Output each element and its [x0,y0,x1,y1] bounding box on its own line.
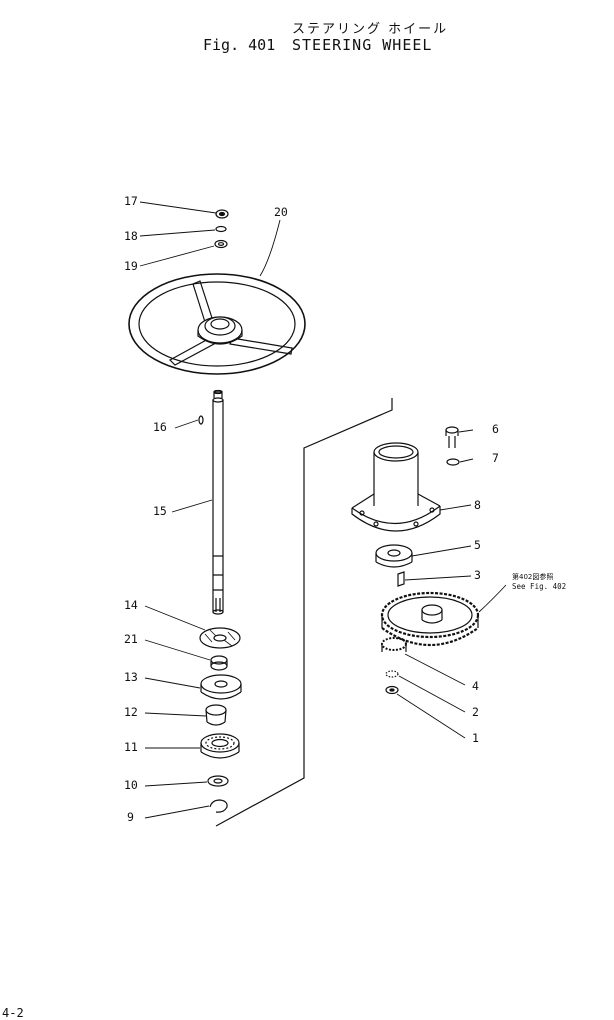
callout-numbers: 17 18 19 20 16 15 14 21 13 12 11 10 9 6 … [124,194,499,824]
part-9-snap-ring [209,799,228,813]
part-8-column-housing [351,442,441,532]
title-japanese: ステアリング ホイール [292,22,449,37]
callout-7: 7 [492,451,499,465]
figure-title: STEERING WHEEL [292,36,433,54]
callout-9: 9 [127,810,134,824]
callout-18: 18 [124,229,138,243]
callout-6: 6 [492,422,499,436]
part-2-lock-washer [385,670,399,678]
part-3-key [397,571,405,587]
callout-5: 5 [474,538,481,552]
part-18-lock-washer [215,225,227,233]
part-15-steering-shaft [212,389,224,615]
callout-14: 14 [124,598,138,612]
callout-21: 21 [124,632,138,646]
large-gear [380,591,480,646]
page-number: 4-2 [2,1006,24,1020]
part-7-washer [446,458,460,466]
part-14-plate [199,627,241,649]
callout-16: 16 [153,420,167,434]
callout-17: 17 [124,194,138,208]
callout-2: 2 [472,705,479,719]
part-11-bearing [200,733,240,759]
part-16-key [198,415,204,425]
reference-note-english: See Fig. 402 [512,582,567,591]
part-20-steering-wheel [128,273,306,375]
part-6-bolt [445,426,459,448]
part-12-collar [205,704,227,726]
callout-11: 11 [124,740,138,754]
part-21-bushing [210,655,228,671]
figure-number: Fig. 401 [203,36,276,54]
part-4-pinion-gear [381,637,407,652]
part-17-nut [215,209,229,219]
callout-12: 12 [124,705,138,719]
part-10-washer [207,775,229,787]
reference-note-japanese: 第402図参照 [512,573,554,581]
part-13-retainer [200,674,242,700]
callout-13: 13 [124,670,138,684]
callout-8: 8 [474,498,481,512]
leader-lines [139,201,507,819]
callout-15: 15 [153,504,167,518]
callout-19: 19 [124,259,138,273]
callout-4: 4 [472,679,479,693]
callout-1: 1 [472,731,479,745]
callout-20: 20 [274,205,288,219]
assembly-connector-line [215,398,393,827]
part-5-bearing [375,544,413,568]
part-19-washer [214,239,228,249]
callout-3: 3 [474,568,481,582]
part-1-nut [385,685,399,695]
callout-10: 10 [124,778,138,792]
